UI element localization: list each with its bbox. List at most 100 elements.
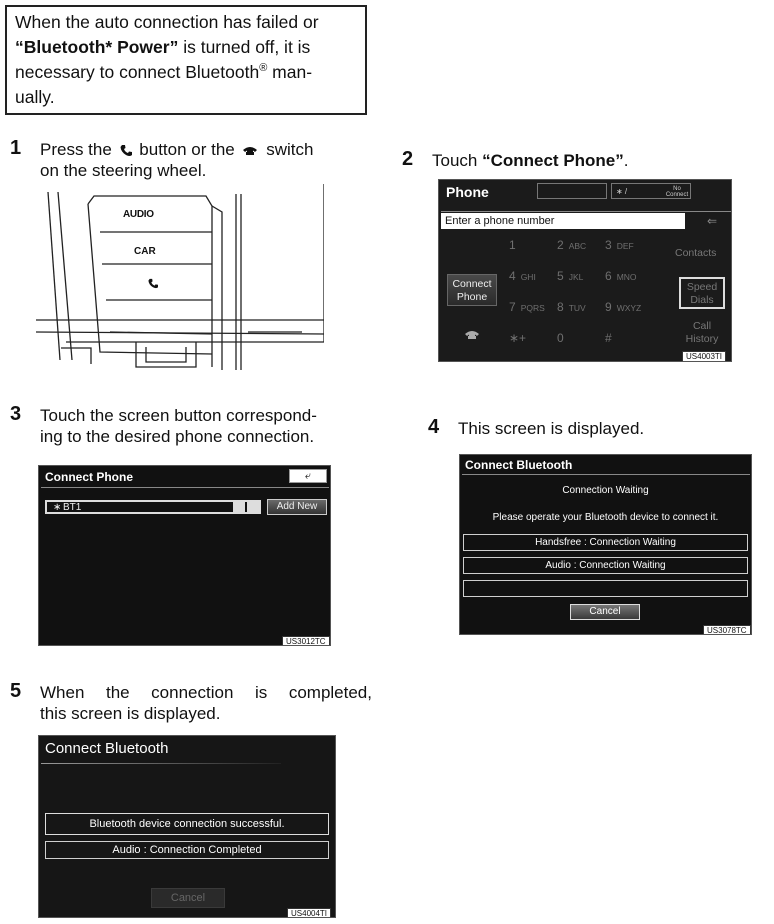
waiting-instruction: Please operate your Bluetooth device to …	[492, 512, 719, 523]
step-1-text-a: Press the	[40, 140, 112, 159]
no-connect-label: No Connect	[665, 186, 689, 198]
figure-code: US3078TC	[703, 625, 751, 634]
intro-line-1: When the auto connection has failed or	[15, 12, 319, 32]
divider	[41, 487, 329, 488]
connect-phone-button[interactable]: Connect Phone	[447, 274, 497, 306]
step-number: 3	[10, 403, 22, 425]
key-digit: #	[605, 331, 612, 345]
key-letters: PQRS	[520, 303, 545, 313]
step-5-text-a: When the connection is completed,	[40, 683, 372, 702]
connection-success-screen: Connect Bluetooth Bluetooth device conne…	[38, 735, 336, 918]
step-3: 3 Touch the screen button correspond- in…	[10, 403, 370, 449]
contacts-button[interactable]: Contacts	[675, 247, 717, 259]
step-5: 5 When the connection is completed, this…	[10, 680, 372, 726]
add-new-button[interactable]: Add New	[267, 499, 327, 515]
dashboard-illustration: AUDIO CAR	[35, 182, 325, 372]
step-5-text-b: this screen is displayed.	[40, 704, 221, 723]
step-3-text-a: Touch the screen button correspond-	[40, 406, 317, 425]
device-button-bt1[interactable]: ∗ BT1	[45, 500, 261, 514]
audio-icon	[247, 501, 259, 512]
keypad-key[interactable]: #	[605, 331, 617, 345]
key-letters: MNO	[616, 272, 637, 282]
step-number: 4	[428, 416, 440, 438]
step-2-text-a: Touch	[432, 151, 483, 170]
step-2-text-b: .	[623, 151, 629, 170]
intro-line-3: necessary to connect Bluetooth	[15, 62, 260, 82]
keypad-key[interactable]: ∗+	[509, 331, 531, 345]
phone-screen: Phone ∗ / No Connect Enter a phone numbe…	[438, 179, 732, 362]
keypad-key[interactable]: 9 WXYZ	[605, 300, 641, 314]
success-message-row: Bluetooth device connection successful.	[45, 813, 329, 835]
phone-button-icon	[148, 278, 158, 289]
keypad-key[interactable]: 0	[557, 331, 569, 345]
dashboard-drawing	[35, 184, 325, 370]
audio-status-row: Audio : Connection Waiting	[463, 557, 748, 574]
key-digit: 1	[509, 238, 516, 252]
keypad-key[interactable]: 7 PQRS	[509, 300, 545, 314]
connect-phone-title: Connect Phone	[45, 470, 134, 484]
back-button[interactable]: ⤶	[289, 469, 327, 483]
intro-line-4: ually.	[15, 87, 55, 107]
hang-up-icon[interactable]	[464, 330, 480, 340]
key-digit: 7	[509, 300, 516, 314]
step-1-text-c: switch	[266, 140, 314, 159]
speed-dials-button[interactable]: Speed Dials	[679, 277, 725, 309]
key-digit: 6	[605, 269, 612, 283]
key-letters: ABC	[568, 241, 587, 251]
key-digit: 3	[605, 238, 612, 252]
key-digit: 4	[509, 269, 516, 283]
car-button-label: CAR	[134, 246, 156, 257]
handsfree-icon	[233, 501, 245, 512]
steering-phone-switch-icon	[243, 146, 258, 155]
key-letters: WXYZ	[616, 303, 642, 313]
cancel-button-disabled[interactable]: Cancel	[151, 888, 225, 908]
intro-note-box: When the auto connection has failed or “…	[5, 5, 367, 115]
key-digit: 5	[557, 269, 564, 283]
step-1: 1 Press the button or the switch on the …	[10, 137, 370, 183]
back-arrow-icon: ⤶	[304, 470, 312, 482]
registered-mark: ®	[259, 62, 268, 75]
call-history-button[interactable]: Call History	[685, 320, 719, 345]
key-digit: 9	[605, 300, 612, 314]
cancel-button[interactable]: Cancel	[570, 604, 640, 620]
step-number: 2	[402, 148, 414, 170]
divider	[41, 763, 281, 764]
keypad-key[interactable]: 5 JKL	[557, 269, 583, 283]
step-number: 1	[10, 137, 22, 159]
step-4: 4 This screen is displayed.	[428, 416, 748, 442]
figure-code: US3012TC	[282, 636, 330, 645]
key-digit: 0	[557, 331, 564, 345]
waiting-status: Connection Waiting	[562, 485, 649, 496]
number-display	[537, 183, 607, 199]
keypad-key[interactable]: 3 DEF	[605, 238, 634, 252]
phone-icon	[120, 145, 132, 157]
connection-waiting-screen: Connect Bluetooth Connection Waiting Ple…	[459, 454, 752, 635]
step-number: 5	[10, 680, 22, 702]
step-2: 2 Touch “Connect Phone”.	[402, 148, 762, 174]
step-2-bold: “Connect Phone”	[482, 151, 624, 170]
step-1-text-d: on the steering wheel.	[40, 161, 207, 180]
key-letters: TUV	[568, 303, 586, 313]
key-letters: JKL	[568, 272, 584, 282]
divider	[441, 211, 731, 212]
connect-phone-screen: Connect Phone ⤶ ∗ BT1 Add New US3012TC	[38, 465, 331, 646]
bluetooth-icon: ∗ /	[616, 187, 628, 196]
intro-line-2: is turned off, it is	[178, 37, 311, 57]
key-letters: DEF	[616, 241, 634, 251]
intro-bold-phrase: “Bluetooth* Power”	[15, 37, 179, 57]
step-1-text-b: button or the	[139, 140, 235, 159]
keypad-key[interactable]: 1	[509, 238, 521, 252]
figure-code: US4004TI	[287, 908, 332, 917]
keypad-key[interactable]: 6 MNO	[605, 269, 637, 283]
bluetooth-status: ∗ / No Connect	[611, 183, 691, 199]
backspace-icon[interactable]: ⇐	[707, 214, 718, 228]
figure-code: US4003TI	[682, 351, 727, 361]
step-3-text-b: ing to the desired phone connection.	[40, 427, 315, 446]
bluetooth-icon: ∗	[53, 502, 62, 513]
phone-number-input[interactable]: Enter a phone number	[441, 213, 685, 229]
audio-completed-row: Audio : Connection Completed	[45, 841, 329, 859]
